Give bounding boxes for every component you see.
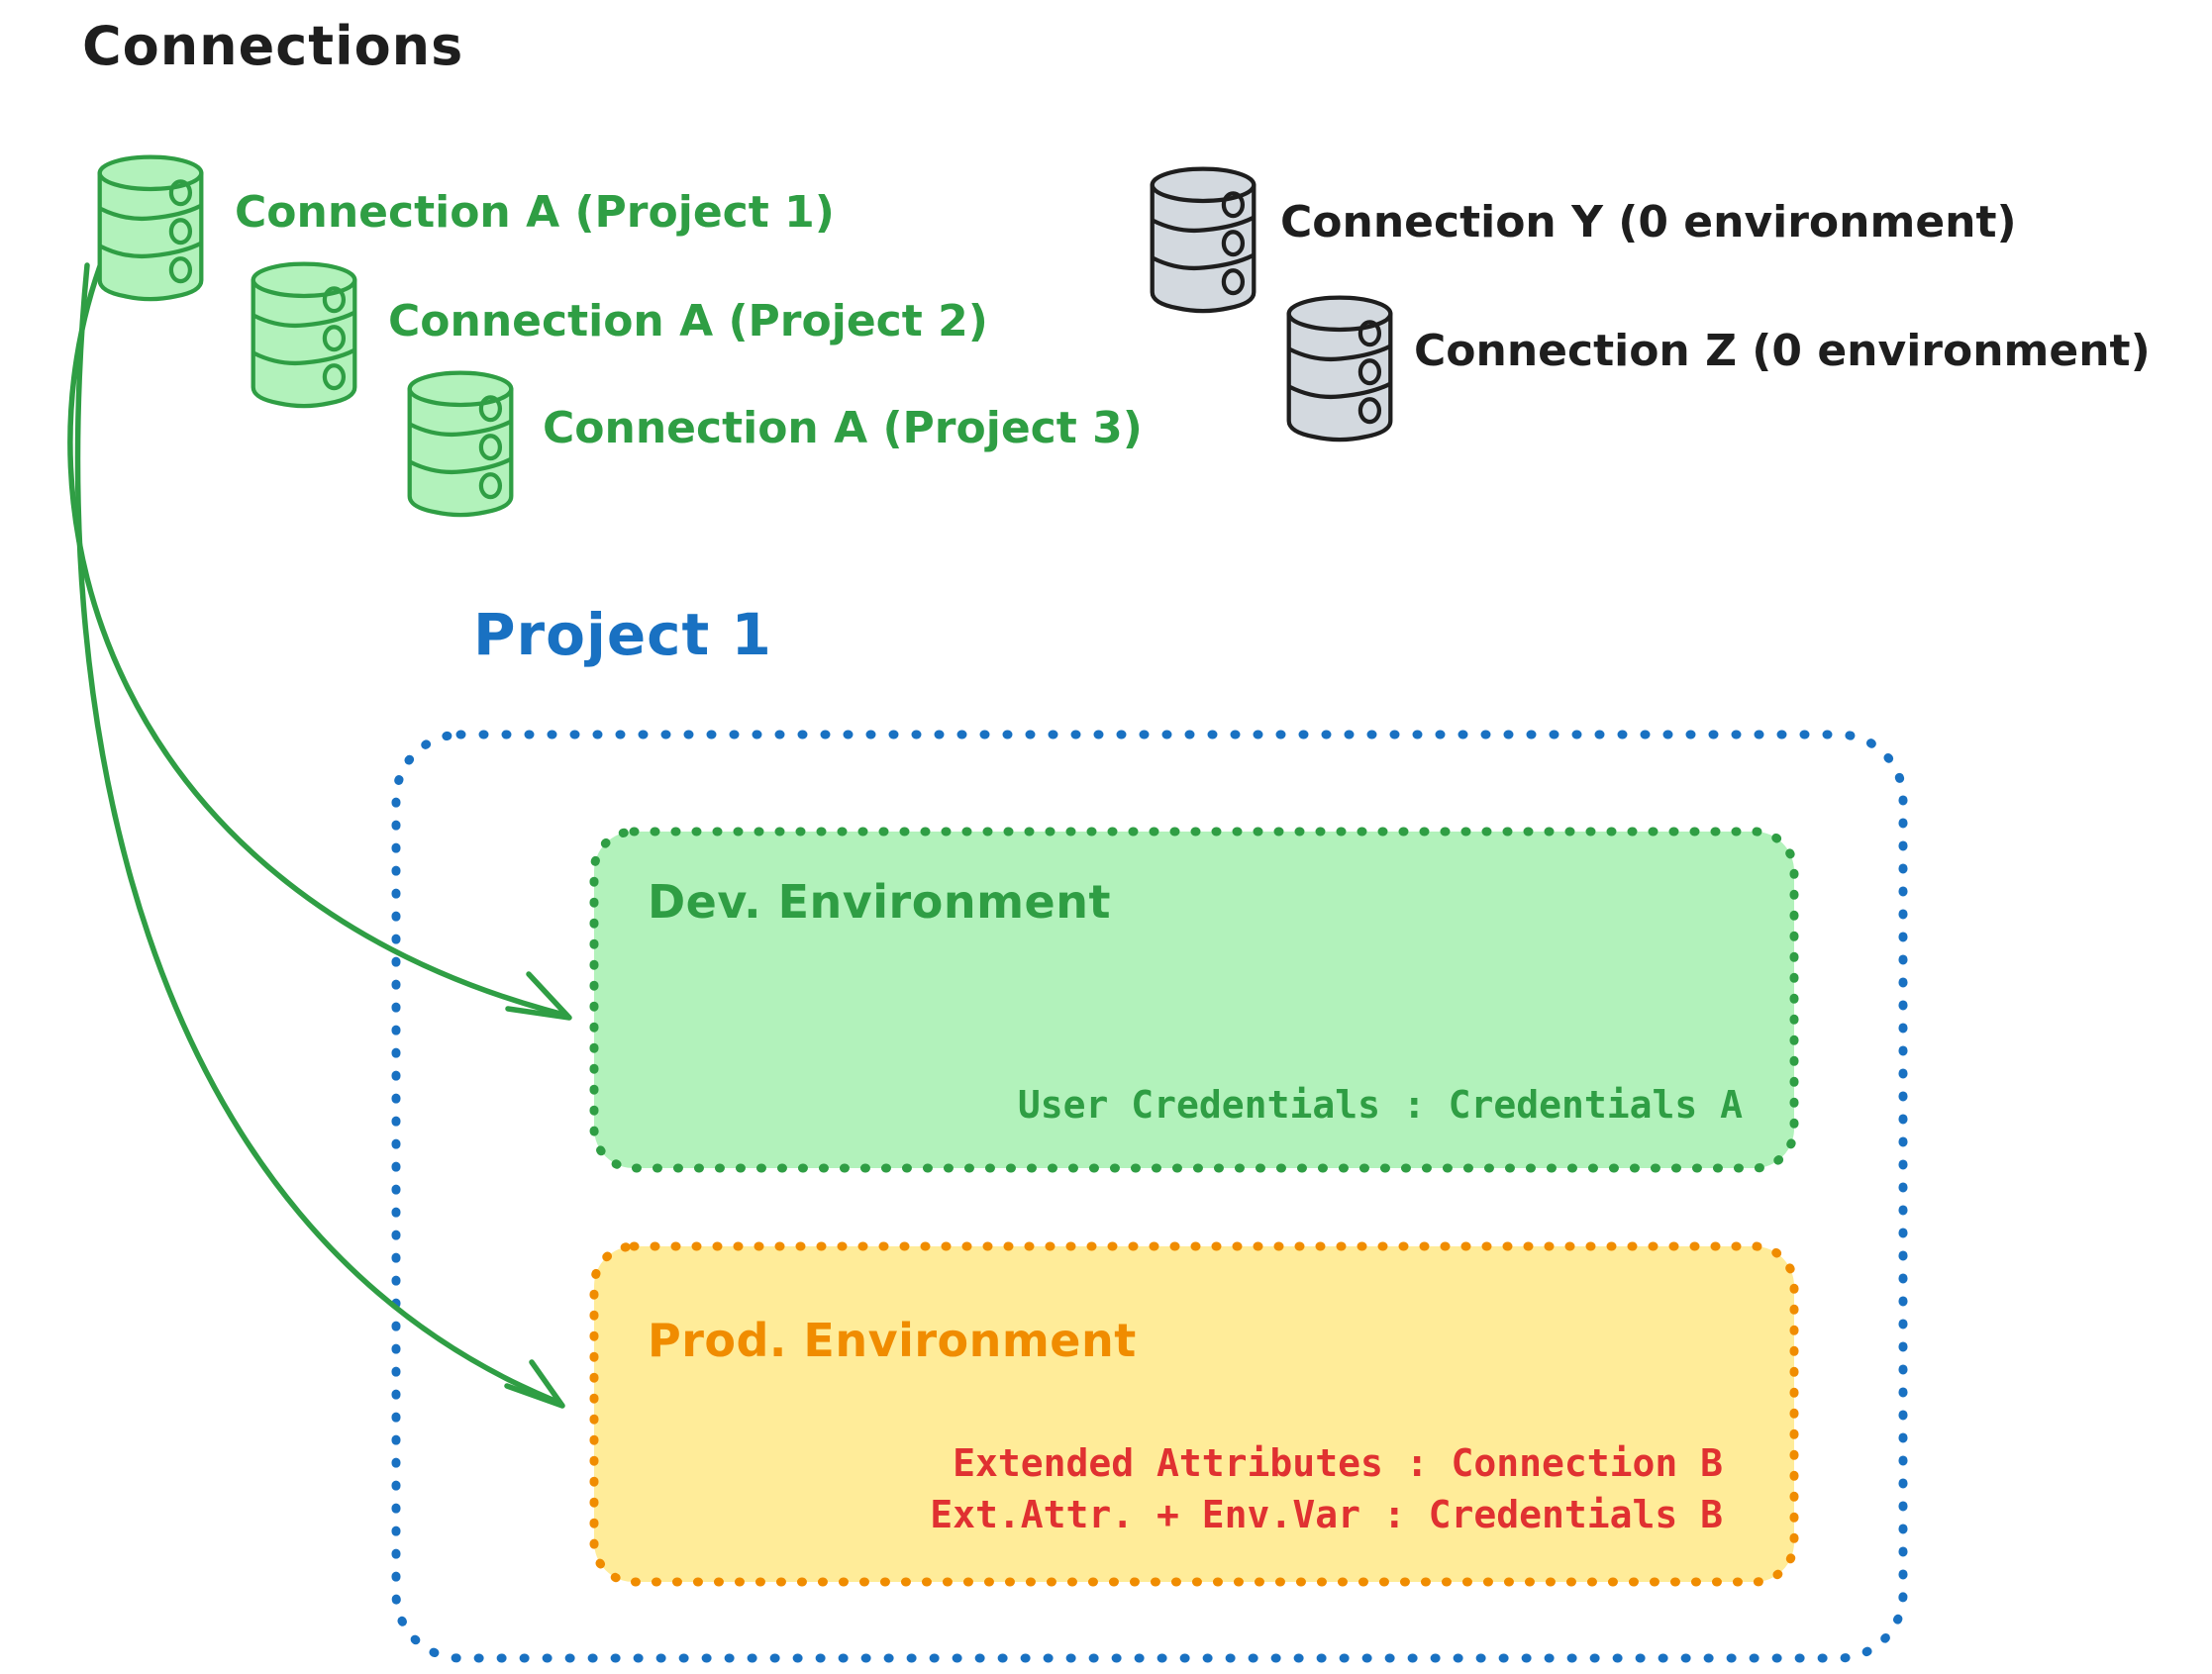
connection-a-project-2-label: Connection A (Project 2) [388,296,988,346]
arrow-icon-connection-a-to-prod [74,262,565,1409]
dev-credentials-mapping: User Credentials : Credentials A [1017,1083,1743,1127]
database-icon-connection-y [1152,168,1255,312]
connection-a-project-3-label: Connection A (Project 3) [543,403,1143,453]
database-icon-connection-z [1288,297,1391,441]
database-icon-connection-a-p3 [409,372,512,516]
prod-environment-title: Prod. Environment [648,1314,1137,1367]
database-icon-connection-a-p2 [252,263,355,407]
prod-environment-box [589,1241,1799,1587]
connection-y-label: Connection Y (0 environment) [1280,197,2017,247]
arrow-icon-connection-a-to-dev [67,252,572,1021]
dev-environment-title: Dev. Environment [648,875,1111,929]
project-1-title: Project 1 [473,601,772,668]
connection-z-label: Connection Z (0 environment) [1414,326,2151,376]
prod-credentials-mappings: Extended Attributes : Connection B Ext.A… [594,1437,1723,1540]
connection-a-project-1-label: Connection A (Project 1) [235,187,835,238]
prod-mapping-ext-attr-env-var: Ext.Attr. + Env.Var : Credentials B [930,1493,1723,1536]
dev-environment-box [589,827,1799,1173]
prod-mapping-extended-attributes: Extended Attributes : Connection B [953,1441,1723,1485]
database-icon-connection-a-p1 [99,156,202,300]
diagram-title: Connections [82,15,464,77]
